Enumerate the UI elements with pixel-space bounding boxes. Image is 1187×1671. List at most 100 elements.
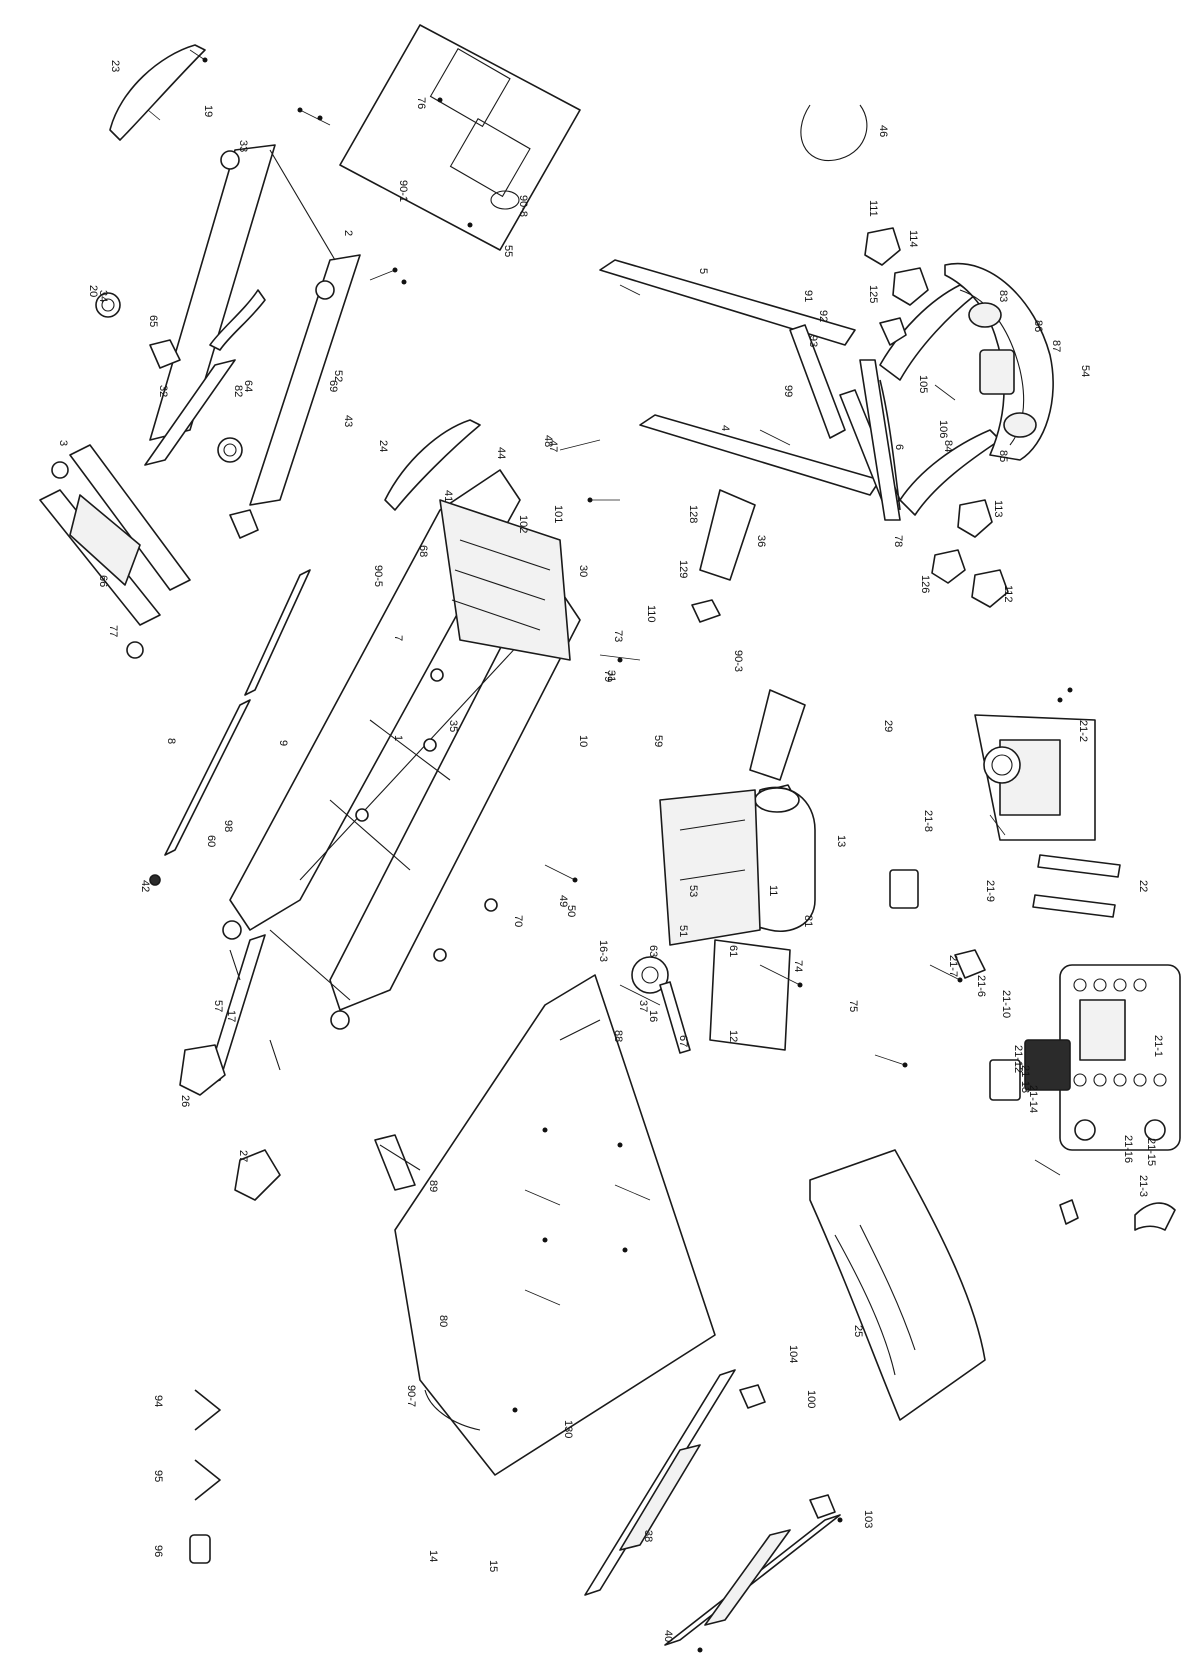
callout-label: 98 — [222, 820, 234, 832]
callout-label: 12 — [727, 1030, 739, 1042]
callout-label: 81 — [802, 915, 814, 927]
callout-label: 1 — [392, 735, 404, 741]
callout-label: 96 — [152, 1545, 164, 1557]
callout-label: 11 — [767, 885, 779, 896]
callout-label: 78 — [892, 535, 904, 547]
callout-label: 21-6 — [975, 975, 987, 997]
callout-label: 77 — [107, 625, 119, 637]
console-display-2 — [974, 714, 1096, 841]
callout-label: 21-16 — [1122, 1135, 1134, 1163]
callout-label: 21-2 — [1077, 720, 1089, 742]
callout-label: 68 — [417, 545, 429, 557]
callout-label: 4 — [719, 425, 731, 431]
callout-label: 89 — [427, 1180, 439, 1192]
callout-label: 17 — [225, 1010, 237, 1022]
callout-label: 67 — [677, 1035, 689, 1047]
callout-label: 14 — [427, 1550, 439, 1562]
callout-label: 87 — [1050, 340, 1062, 352]
callout-label: 3 — [57, 440, 69, 446]
callout-label: 47 — [547, 440, 559, 452]
front-roller — [149, 569, 311, 886]
motor-hood — [809, 1149, 986, 1421]
tools — [189, 1389, 221, 1564]
callout-label: 70 — [512, 915, 524, 927]
main-frame — [229, 469, 581, 1011]
callout-label: 90-5 — [372, 565, 384, 587]
callout-label: 27 — [237, 1150, 249, 1162]
callout-label: 29 — [882, 720, 894, 732]
callout-label: 35 — [447, 720, 459, 732]
motor-controller — [659, 786, 816, 946]
side-rails — [584, 1369, 841, 1646]
fastener-dots — [202, 57, 1073, 1653]
callout-label: 74 — [792, 960, 804, 972]
callout-label: 21-13 — [1019, 1065, 1031, 1093]
callout-label: 43 — [342, 415, 354, 427]
callout-label: 80 — [437, 1315, 449, 1327]
callout-label: 8 — [165, 738, 177, 744]
callout-label: 63 — [647, 945, 659, 957]
callout-label: 53 — [687, 885, 699, 897]
callout-label: 130 — [562, 1420, 574, 1438]
callout-label: 129 — [677, 560, 689, 578]
running-deck — [394, 974, 716, 1476]
side-covers — [109, 44, 481, 511]
callout-label: 102 — [517, 515, 529, 533]
callout-label: 30 — [577, 565, 589, 577]
callout-label: 16 — [647, 1010, 659, 1022]
callout-label: 31 — [605, 670, 617, 682]
callout-label: 114 — [907, 230, 919, 248]
callout-label: 128 — [687, 505, 699, 523]
callout-label: 75 — [847, 1000, 859, 1012]
callout-label: 13 — [835, 835, 847, 847]
callout-label: 90-1 — [397, 180, 409, 202]
console-brackets — [1032, 854, 1121, 918]
callout-label: 41 — [442, 490, 454, 502]
console-covers — [864, 227, 1009, 608]
callout-label: 105 — [917, 375, 929, 393]
callout-label: 73 — [612, 630, 624, 642]
console-small-parts — [889, 869, 1176, 1231]
console-display-1 — [1024, 964, 1181, 1151]
callout-label: 104 — [787, 1345, 799, 1363]
callout-label: 22 — [1137, 880, 1149, 892]
callout-label: 93 — [807, 335, 819, 347]
callout-label: 91 — [802, 290, 814, 302]
callout-label: 52 — [332, 370, 344, 382]
side-rail-decals — [619, 1444, 791, 1626]
wheels — [95, 292, 243, 463]
callout-label: 38 — [642, 1530, 654, 1542]
callout-label: 34 — [97, 290, 109, 302]
callout-label: 84 — [942, 440, 954, 452]
callout-label: 21-7 — [947, 955, 959, 977]
callout-label: 85 — [997, 450, 1009, 462]
uprights — [599, 259, 901, 509]
callout-label: 51 — [677, 925, 689, 937]
callout-label: 50 — [565, 905, 577, 917]
incline-bracket — [631, 939, 791, 1054]
base-frame — [144, 144, 361, 506]
callout-label: 44 — [495, 447, 507, 459]
callout-label: 16-3 — [597, 940, 609, 962]
callout-label: 21-8 — [922, 810, 934, 832]
callout-label: 15 — [487, 1560, 499, 1572]
callout-label: 90-3 — [732, 650, 744, 672]
callout-label: 48 — [542, 435, 554, 447]
callout-label: 64 — [242, 380, 254, 392]
callout-label: 69 — [327, 380, 339, 392]
callout-label: 21-15 — [1145, 1138, 1157, 1166]
callout-label: 125 — [867, 285, 879, 303]
callout-label: 106 — [937, 420, 949, 438]
callout-label: 103 — [862, 1510, 874, 1528]
callout-label: 42 — [139, 880, 151, 892]
callout-label: 66 — [97, 575, 109, 587]
callout-label: 95 — [152, 1470, 164, 1482]
callout-label: 21-10 — [1000, 990, 1012, 1018]
feet — [149, 339, 259, 539]
callout-label: 55 — [502, 245, 514, 257]
callout-label: 10 — [577, 735, 589, 747]
callout-label: 83 — [997, 290, 1009, 302]
callout-label: 26 — [179, 1095, 191, 1107]
callout-label: 21-12 — [1012, 1045, 1024, 1073]
